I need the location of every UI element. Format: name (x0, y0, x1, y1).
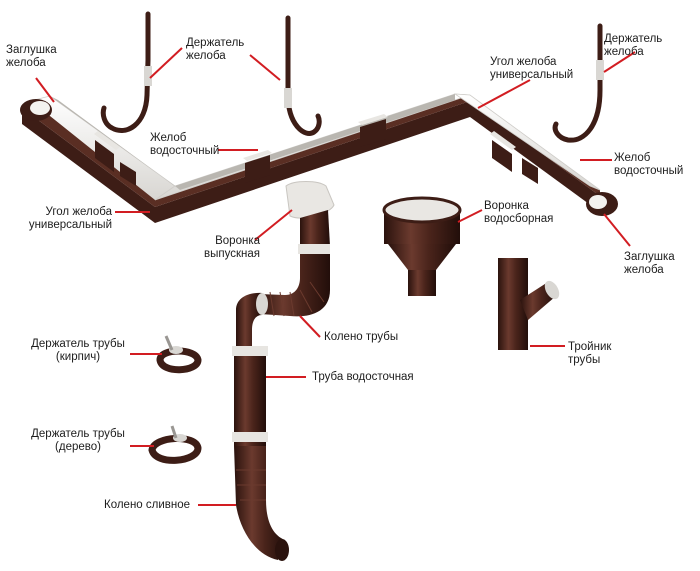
gutter-connector-1 (94, 131, 120, 172)
label-tee: Тройник трубы (568, 341, 611, 367)
leader-gutter-holder-left (149, 47, 183, 79)
label-line: Колено сливное (104, 499, 191, 511)
label-line: Держатель трубы (31, 428, 125, 440)
label-line: Заглушка (6, 44, 57, 56)
label-line: Держатель (186, 37, 245, 49)
pipe-elbow-upper (258, 254, 330, 317)
leader-gutter-corner-top (477, 79, 531, 109)
label-line: универсальный (490, 69, 574, 81)
label-line: Колено трубы (324, 331, 399, 343)
label-line: Угол желоба (490, 56, 557, 68)
label-line: выпускная (204, 248, 260, 260)
pipe-tee (498, 258, 560, 350)
pipe-elbow-lower (236, 292, 268, 346)
label-pipe-holder-wood: Держатель трубы (дерево) (28, 428, 128, 454)
label-drain-elbow: Колено сливное (104, 499, 190, 512)
label-line: Желоб (150, 132, 187, 144)
gutter-connector-3 (243, 150, 272, 183)
label-collector-funnel: Воронка водосборная (484, 200, 553, 226)
label-gutter-left: Желоб водосточный (150, 132, 219, 158)
label-line: Тройник (568, 341, 612, 353)
gutter-connector-5 (490, 131, 516, 172)
label-line: желоба (186, 50, 226, 62)
label-line: Угол желоба (45, 206, 112, 218)
label-line: (кирпич) (55, 351, 101, 363)
leader-outlet-funnel (254, 209, 293, 241)
gutter-connector-4 (358, 114, 388, 147)
leader-collector-funnel (457, 209, 483, 223)
label-line: водосточный (150, 145, 220, 157)
label-pipe-elbow: Колено трубы (324, 331, 398, 344)
label-line: водосборная (484, 213, 554, 225)
end-cap-right (586, 192, 618, 216)
label-outlet-funnel: Воронка выпускная (176, 235, 260, 261)
label-line: Труба водосточная (312, 371, 414, 383)
label-line: желоба (604, 46, 644, 58)
label-line: Держатель (604, 33, 663, 45)
label-end-cap-left: Заглушка желоба (6, 44, 57, 70)
label-end-cap-right: Заглушка желоба (624, 251, 675, 277)
outlet-funnel (285, 181, 335, 254)
label-pipe-holder-brick: Держатель трубы (кирпич) (28, 338, 128, 364)
gutter-connector-6 (522, 158, 538, 184)
gutter-right-run (453, 93, 601, 212)
gutter-hook-left (100, 11, 152, 134)
leader-gutter-holder-right (603, 51, 636, 73)
collector-funnel (382, 196, 462, 296)
leader-gutter-holder-middle (249, 54, 281, 81)
label-line: универсальный (28, 219, 112, 231)
label-line: Заглушка (624, 251, 675, 263)
label-gutter-holder-left: Держатель желоба (186, 37, 244, 63)
gutter-connector-2 (120, 162, 136, 186)
leader-end-cap-left (35, 77, 55, 103)
pipe-holder-wood (148, 425, 202, 464)
label-gutter-holder-right: Держатель желоба (604, 33, 662, 59)
label-downpipe: Труба водосточная (312, 371, 414, 384)
label-line: Желоб (614, 152, 651, 164)
leader-pipe-elbow (299, 315, 321, 338)
gutter-hook-right (552, 23, 604, 143)
label-line: желоба (6, 57, 46, 69)
gutter-hook-middle (284, 15, 322, 136)
label-line: Держатель трубы (31, 338, 125, 350)
downpipe (232, 346, 268, 446)
label-gutter-corner-top: Угол желоба универсальный (490, 56, 573, 82)
pipe-holder-brick (156, 335, 202, 374)
label-line: трубы (568, 354, 601, 366)
label-line: Воронка (215, 235, 260, 247)
label-gutter-corner-left: Угол желоба универсальный (20, 206, 112, 232)
end-cap-left (20, 99, 52, 121)
leader-end-cap-right (603, 213, 631, 247)
drain-elbow (234, 446, 289, 561)
label-line: Воронка (484, 200, 529, 212)
label-line: (дерево) (55, 441, 101, 453)
label-line: желоба (624, 264, 664, 276)
label-line: водосточный (614, 165, 684, 177)
leader-lines (35, 47, 636, 506)
label-gutter-right: Желоб водосточный (614, 152, 683, 178)
